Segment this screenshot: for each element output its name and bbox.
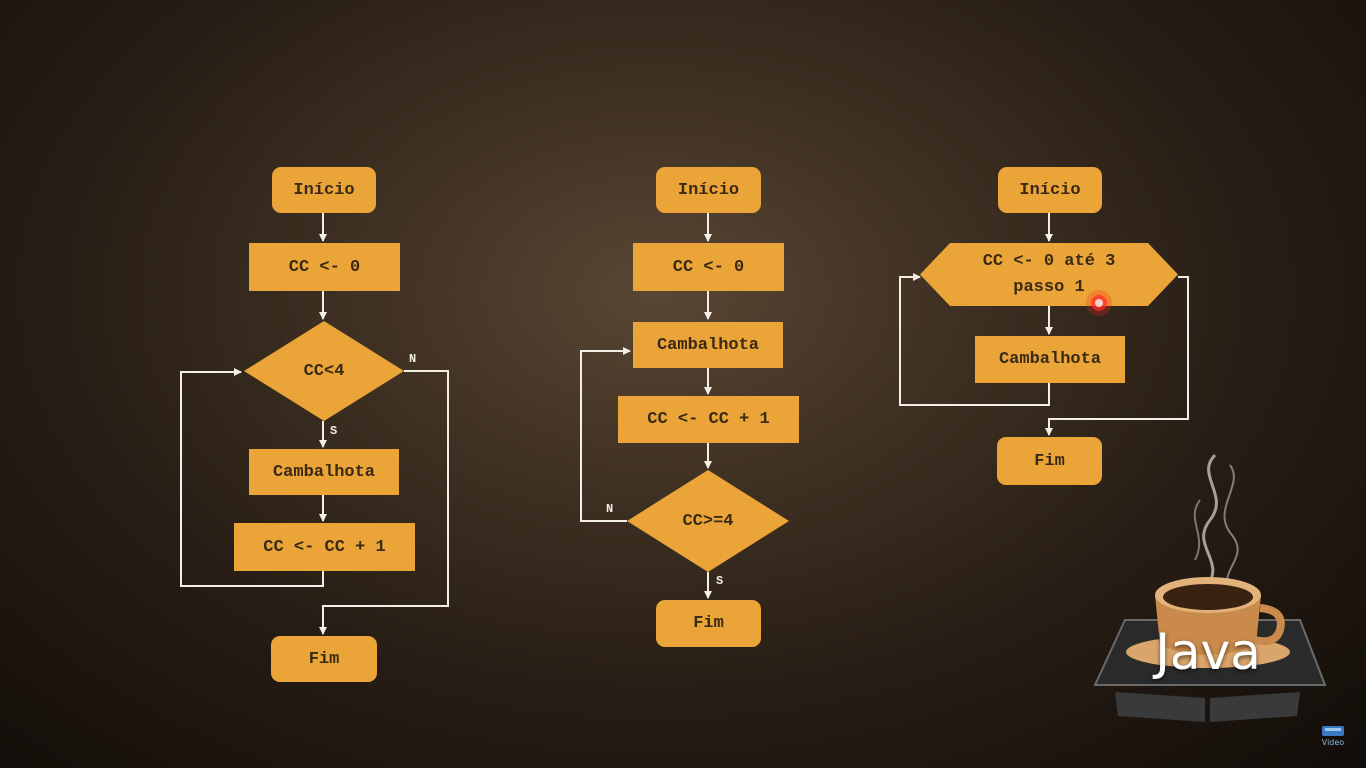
fc2-action-node: Cambalhota <box>633 322 783 368</box>
video-badge-icon <box>1322 726 1344 736</box>
fc1-yes-label: S <box>330 424 338 438</box>
fc2-decision-label: CC>=4 <box>682 511 734 531</box>
fc2-no-label: N <box>606 502 614 516</box>
fc2-start-node: Início <box>656 167 761 213</box>
fc1-increment-node: CC <- CC + 1 <box>234 523 415 571</box>
java-logo-text: Java <box>1155 623 1261 681</box>
coffee-cup-icon <box>1093 453 1327 722</box>
fc2-end-label: Fim <box>693 614 724 633</box>
fc2-end-node: Fim <box>656 600 761 647</box>
laser-pointer-dot <box>1086 290 1112 316</box>
fc2-init-node: CC <- 0 <box>633 243 784 291</box>
fc3-end-label: Fim <box>1034 451 1065 471</box>
fc3-loop-line2: passo 1 <box>1013 277 1085 297</box>
fc3-action-label: Cambalhota <box>998 350 1102 369</box>
fc3-loop-line1: CC <- 0 até 3 <box>982 251 1116 271</box>
fc1-decision-diamond <box>244 321 404 421</box>
fc1-action-label: Cambalhota <box>272 462 376 482</box>
fc2-start-label: Início <box>677 180 740 200</box>
video-badge-label: Video <box>1321 738 1345 747</box>
fc1-no-label: N <box>409 352 417 366</box>
fc1-start-label: Início <box>293 180 355 200</box>
fc1-start-node: Início <box>272 167 376 213</box>
fc3-start-node: Início <box>998 167 1102 213</box>
fc2-increment-label: CC <- CC + 1 <box>647 410 770 429</box>
fc3-start-label: Início <box>1019 180 1081 200</box>
fc2-increment-node: CC <- CC + 1 <box>618 396 799 443</box>
fc2-yes-label: S <box>716 574 724 588</box>
fc1-end-label: Fim <box>308 649 340 669</box>
fc1-increment-label: CC <- CC + 1 <box>263 537 386 557</box>
fc1-action-node: Cambalhota <box>249 449 399 495</box>
fc1-decision-label: CC<4 <box>303 361 345 381</box>
fc1-init-label: CC <- 0 <box>288 257 361 277</box>
fc3-loop-hexagon <box>920 243 1178 306</box>
fc2-decision-diamond <box>627 470 789 572</box>
fc3-end-node: Fim <box>997 437 1102 485</box>
fc2-action-label: Cambalhota <box>656 335 760 355</box>
fc1-end-node: Fim <box>271 636 377 682</box>
fc2-init-label: CC <- 0 <box>672 257 745 277</box>
fc1-init-node: CC <- 0 <box>249 243 400 291</box>
fc3-action-node: Cambalhota <box>975 336 1125 383</box>
fc3-loop-label: CC <- 0 até 3 passo 1 <box>920 243 1178 306</box>
